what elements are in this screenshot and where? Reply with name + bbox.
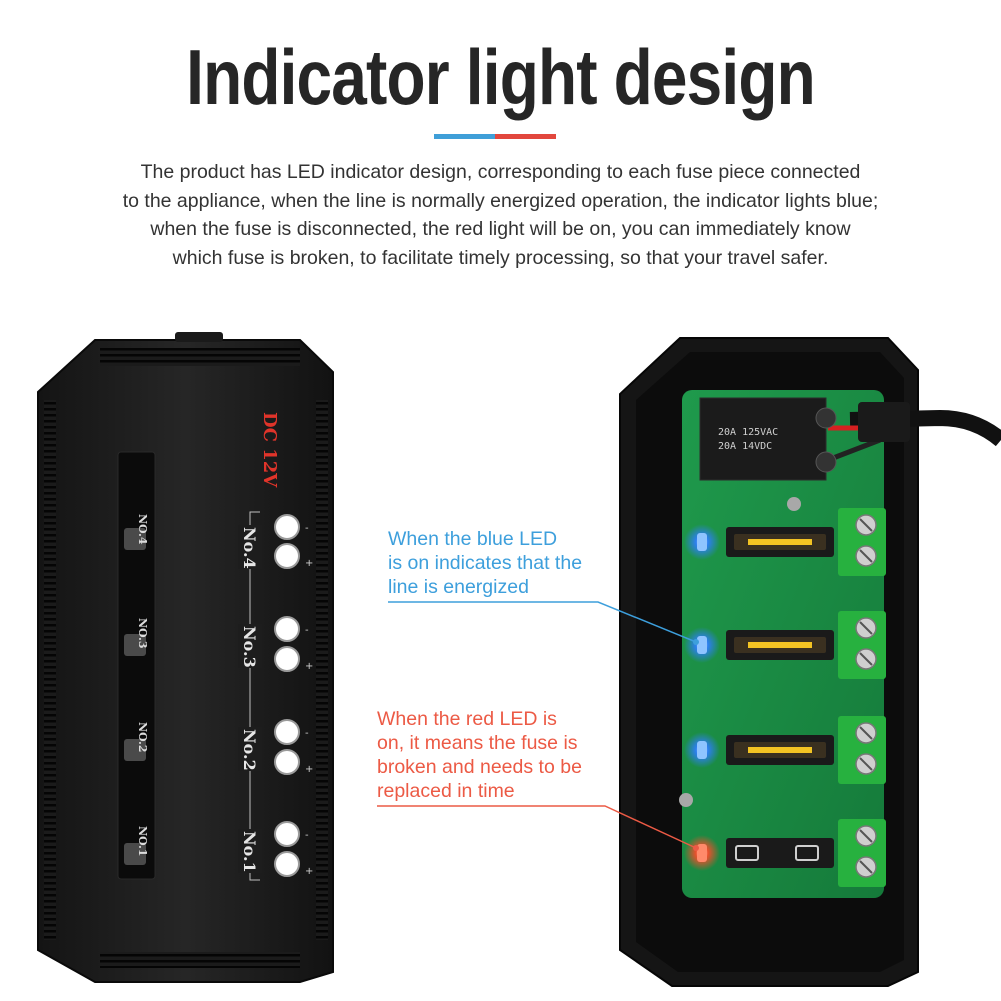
empty-fuse-slot bbox=[795, 845, 819, 861]
page-title: Indicator light design bbox=[186, 33, 816, 121]
window-label: NO.2 bbox=[136, 722, 149, 752]
fuse-element bbox=[748, 642, 812, 648]
fuse-row bbox=[684, 611, 886, 679]
screw-slot bbox=[859, 621, 873, 635]
callout-line: is on indicates that the bbox=[388, 552, 583, 574]
rating-label: DC 12V bbox=[259, 412, 280, 488]
window-label: NO.4 bbox=[136, 514, 149, 545]
screw-slot bbox=[859, 518, 873, 532]
terminal-label: No.4 bbox=[240, 527, 259, 569]
window-label: NO.1 bbox=[136, 826, 149, 856]
fuse-row bbox=[684, 716, 886, 784]
blue-led bbox=[697, 741, 707, 759]
plus-mark: + bbox=[305, 866, 313, 877]
callout-line: replaced in time bbox=[377, 780, 515, 802]
plus-mark: + bbox=[305, 558, 313, 569]
title-accent-bar bbox=[434, 134, 556, 139]
relay-rating: 20A 14VDC bbox=[718, 441, 772, 452]
open-fuse-box: 20A 125VAC 20A 14VDC bbox=[619, 337, 1001, 987]
terminal-label: No.3 bbox=[240, 626, 259, 668]
description-line: which fuse is broken, to facilitate time… bbox=[172, 246, 829, 269]
pointer-dot bbox=[693, 639, 699, 645]
accent-blue bbox=[434, 134, 495, 139]
red-led-callout: When the red LED is on, it means the fus… bbox=[377, 707, 582, 803]
window-indicators bbox=[124, 528, 146, 865]
plus-mark: + bbox=[305, 661, 313, 672]
fuse-row bbox=[684, 819, 886, 887]
blue-led bbox=[697, 533, 707, 551]
terminal-group: No.4 No.3 No.2 No.1 - + - + - + - + bbox=[238, 511, 313, 881]
minus-mark: - bbox=[305, 728, 309, 739]
description-line: The product has LED indicator design, co… bbox=[140, 161, 861, 183]
window-label: NO.3 bbox=[136, 618, 149, 648]
fuse-element bbox=[748, 539, 812, 545]
minus-mark: - bbox=[305, 625, 309, 636]
plus-mark: + bbox=[305, 764, 313, 775]
callout-line: When the red LED is bbox=[377, 708, 557, 730]
screw bbox=[787, 497, 801, 511]
blue-led-callout: When the blue LED is on indicates that t… bbox=[388, 527, 582, 599]
terminal-label: No.2 bbox=[240, 729, 259, 771]
led-window-strip bbox=[117, 451, 156, 880]
power-cable bbox=[827, 402, 1001, 463]
accent-red bbox=[495, 134, 556, 139]
callout-line: broken and needs to be bbox=[377, 756, 582, 778]
minus-mark: - bbox=[305, 830, 309, 841]
fuse-rows bbox=[684, 508, 886, 887]
vent-grille-right bbox=[316, 400, 328, 940]
blue-callout-pointer bbox=[388, 601, 697, 643]
screw-slot bbox=[859, 652, 873, 666]
callout-line: line is energized bbox=[388, 576, 529, 598]
pointer-dot bbox=[693, 845, 699, 851]
screw-slot bbox=[859, 860, 873, 874]
empty-fuse-slot bbox=[735, 845, 759, 861]
relay-rating: 20A 125VAC bbox=[718, 427, 778, 438]
screw-slot bbox=[859, 549, 873, 563]
screw-slot bbox=[859, 726, 873, 740]
description-text: The product has LED indicator design, co… bbox=[60, 158, 941, 272]
red-led bbox=[697, 844, 707, 862]
terminal-label: No.1 bbox=[240, 831, 259, 873]
callout-line: on, it means the fuse is bbox=[377, 732, 578, 754]
blue-led bbox=[697, 636, 707, 654]
fuse-row bbox=[684, 508, 886, 576]
minus-mark: - bbox=[305, 523, 309, 534]
callout-line: When the blue LED bbox=[388, 528, 558, 550]
description-line: to the appliance, when the line is norma… bbox=[122, 189, 879, 212]
closed-fuse-box: NO.4 NO.3 NO.2 NO.1 DC 12V No.4 No.3 No.… bbox=[37, 332, 334, 983]
vent-grille-left bbox=[44, 400, 56, 940]
relay-block: 20A 125VAC 20A 14VDC bbox=[699, 397, 837, 481]
screw-slot bbox=[859, 829, 873, 843]
red-callout-pointer bbox=[377, 805, 697, 849]
screw-slot bbox=[859, 757, 873, 771]
fuse-element bbox=[748, 747, 812, 753]
screw bbox=[679, 793, 693, 807]
description-line: when the fuse is disconnected, the red l… bbox=[150, 218, 851, 240]
